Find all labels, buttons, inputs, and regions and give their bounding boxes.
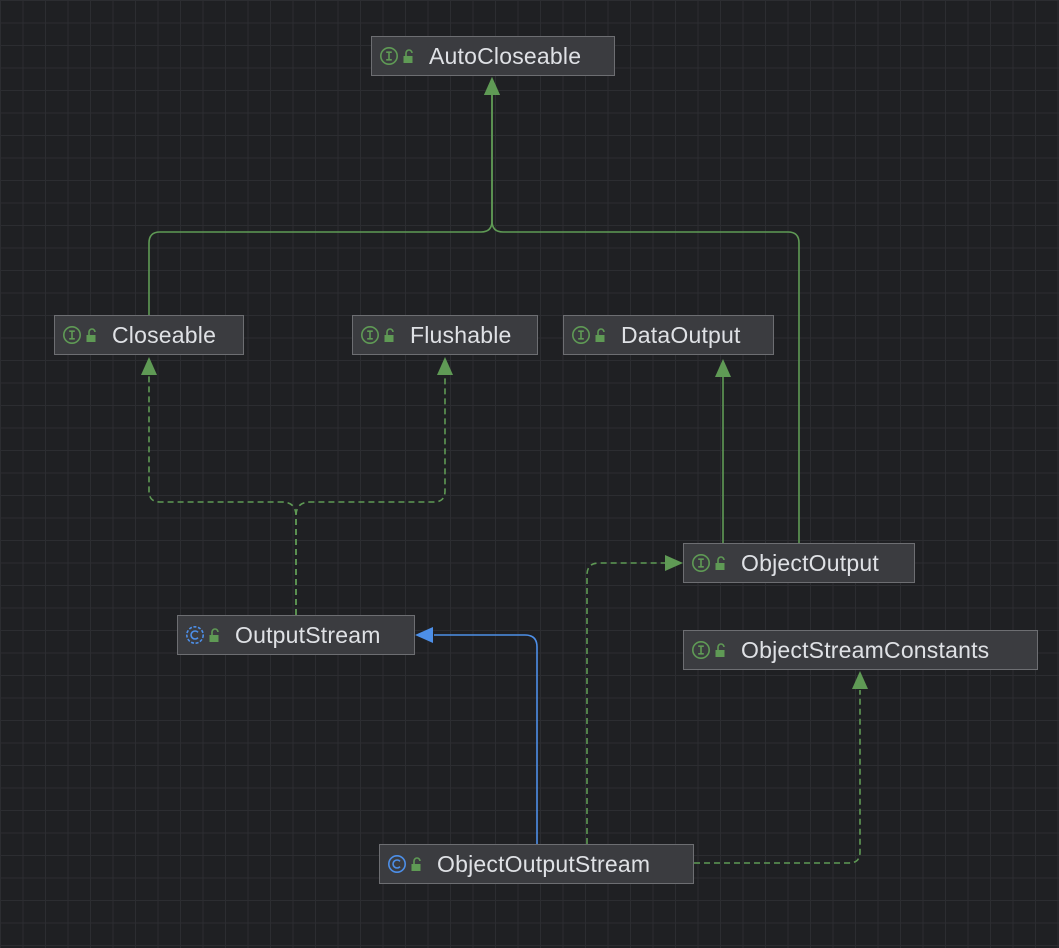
interface-icon <box>360 325 380 345</box>
node-autocloseable[interactable]: AutoCloseable <box>371 36 615 76</box>
edge-line <box>434 634 538 844</box>
arrowhead-icon <box>665 555 683 571</box>
node-label: ObjectOutputStream <box>437 850 651 877</box>
edge-outputstream-implements-closeable <box>141 357 297 615</box>
node-outputstream[interactable]: OutputStream <box>177 615 415 655</box>
interface-icon <box>691 553 711 573</box>
edge-objectoutput-extends-autocloseable <box>484 77 800 543</box>
interface-icon <box>379 46 399 66</box>
interface-icon <box>691 640 711 660</box>
edges-layer <box>141 77 868 864</box>
node-flushable[interactable]: Flushable <box>352 315 538 355</box>
node-objectoutput[interactable]: ObjectOutput <box>683 543 915 583</box>
abstract-class-icon <box>185 625 205 645</box>
class-icon <box>387 854 407 874</box>
edge-line <box>491 95 800 543</box>
node-closeable[interactable]: Closeable <box>54 315 244 355</box>
unlocked-icon <box>382 325 398 345</box>
arrowhead-icon <box>437 357 453 375</box>
edge-objectoutput-extends-dataoutput <box>715 359 731 543</box>
arrowhead-icon <box>415 627 433 643</box>
unlocked-icon <box>409 854 425 874</box>
unlocked-icon <box>84 325 100 345</box>
arrowhead-icon <box>852 671 868 689</box>
edge-objectoutputstream-implements-objectstreamconstants <box>694 671 868 864</box>
node-label: Closeable <box>112 321 217 348</box>
arrowhead-icon <box>141 357 157 375</box>
node-label: Flushable <box>410 321 512 348</box>
edge-objectoutputstream-implements-objectoutput <box>586 555 683 844</box>
edge-closeable-extends-autocloseable <box>148 77 500 315</box>
node-label: OutputStream <box>235 621 381 648</box>
node-label: DataOutput <box>621 321 741 348</box>
interface-icon <box>571 325 591 345</box>
edge-line <box>586 562 665 844</box>
edge-line <box>694 690 861 864</box>
edge-outputstream-implements-flushable <box>295 357 453 615</box>
unlocked-icon <box>207 625 223 645</box>
node-label: ObjectStreamConstants <box>741 636 990 663</box>
interface-icon <box>62 325 82 345</box>
node-dataoutput[interactable]: DataOutput <box>563 315 774 355</box>
unlocked-icon <box>713 640 729 660</box>
node-objectoutputstream[interactable]: ObjectOutputStream <box>379 844 694 884</box>
arrowhead-icon <box>715 359 731 377</box>
node-label: ObjectOutput <box>741 549 879 576</box>
node-label: AutoCloseable <box>429 42 582 69</box>
arrowhead-icon <box>484 77 500 95</box>
unlocked-icon <box>593 325 609 345</box>
edge-line <box>295 375 446 615</box>
unlocked-icon <box>713 553 729 573</box>
edge-line <box>148 375 297 615</box>
node-objectstreamconstants[interactable]: ObjectStreamConstants <box>683 630 1038 670</box>
edge-objectoutputstream-extends-outputstream <box>415 627 538 844</box>
edge-line <box>148 95 493 315</box>
unlocked-icon <box>401 46 417 66</box>
